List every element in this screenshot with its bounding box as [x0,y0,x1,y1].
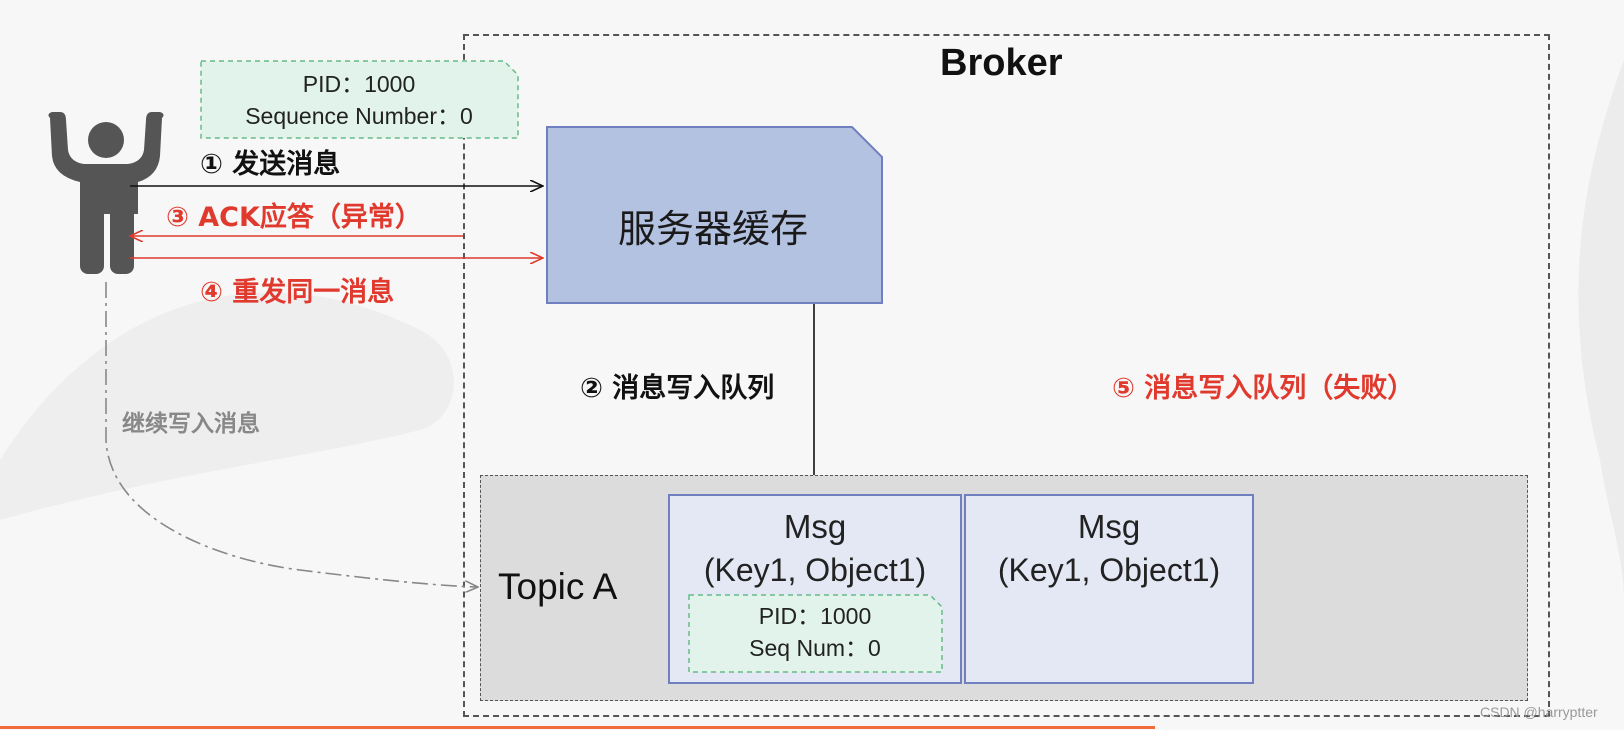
write-fail-label: ⑤ 消息写入队列（失败） [1112,373,1415,404]
topic-label: Topic A [498,566,618,607]
message-pid: PID：1000 [758,603,872,629]
server-cache-shape [546,126,883,304]
producer-seq: Sequence Number：0 [245,103,473,129]
producer-pid: PID：1000 [302,71,416,97]
send-label: ① 发送消息 [200,149,341,180]
watermark: CSDN @harryptter [1480,704,1598,720]
broker-title: Broker [940,42,1063,84]
broker-container [463,34,1550,717]
person-icon [48,112,164,274]
write-queue-label: ② 消息写入队列 [580,373,775,404]
bottom-accent-line [0,726,1155,729]
message-title: Msg [783,508,847,545]
message-seq: Seq Num：0 [749,635,881,661]
message-meta-shape [688,594,943,673]
message-meta-note: PID：1000 Seq Num：0 [690,594,940,672]
ack-label: ③ ACK应答（异常） [166,202,422,233]
message-content: (Key1, Object1) [997,552,1221,588]
message-title: Msg [1077,508,1141,545]
message-box-2: Msg (Key1, Object1) [964,494,1254,684]
continue-label: 继续写入消息 [122,411,260,437]
producer-meta-shape [200,60,519,139]
server-cache-label: 服务器缓存 [617,207,808,251]
resend-label: ④ 重发同一消息 [200,277,395,308]
producer-meta-note: PID：1000 Sequence Number：0 [202,62,516,138]
continue-arrow [105,282,478,587]
message-content: (Key1, Object1) [703,552,927,588]
